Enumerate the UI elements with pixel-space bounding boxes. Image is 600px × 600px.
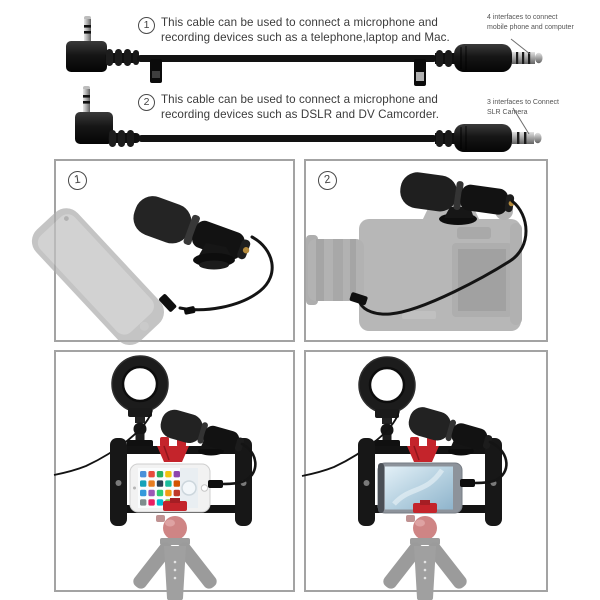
annotation-1: 1 This cable can be used to connect a mi… [138, 16, 458, 45]
strain-relief-rib [133, 50, 139, 65]
strain-relief-rib [127, 130, 134, 147]
connector-label-1-line-1: 4 interfaces to connect [487, 14, 558, 21]
ring-light [111, 355, 169, 413]
microphone [160, 409, 245, 452]
audio-cable-trrs-illustration [66, 16, 543, 86]
sleeve-ring [524, 132, 527, 144]
microphone [408, 407, 493, 450]
sleeve-ring [522, 52, 525, 64]
microphone [133, 196, 251, 260]
cable-tie-label [416, 72, 424, 81]
home-button [200, 484, 209, 492]
circled-number-2: 2 [138, 93, 155, 111]
strain-relief-rib [115, 49, 122, 66]
cable-plug [460, 479, 475, 487]
sleeve-ring [516, 52, 519, 64]
connector-label-2: 3 interfaces to Connect SLR Camera [487, 98, 597, 117]
cable-cord [138, 135, 437, 142]
plug-tip [535, 52, 543, 64]
ring-light-cable [53, 409, 153, 476]
annotation-2-line-1: This cable can be used to connect a micr… [161, 93, 438, 106]
sleeve-ring [528, 52, 531, 64]
panel-mic-dslr: 2 [304, 159, 548, 342]
callout-line-2 [512, 107, 530, 135]
ring-light-cable [301, 410, 400, 477]
annotation-1-line-2: recording devices such as a telephone,la… [161, 30, 450, 44]
panel-rig-iphone [53, 350, 295, 600]
ghost-tripod [133, 515, 217, 600]
mic-dslr-photo [306, 172, 528, 331]
ring-light [358, 356, 416, 414]
cable-cord [137, 55, 437, 62]
ghost-smartphone [31, 208, 165, 346]
elbow-plug-body [66, 41, 107, 72]
ghost-dslr-camera [306, 194, 522, 331]
mic-jack [242, 247, 250, 254]
iphone [129, 463, 211, 513]
mic-cable [472, 440, 508, 485]
annotation-1-line-1: This cable can be used to connect a micr… [161, 16, 438, 29]
strain-relief-rib [109, 130, 116, 147]
plug-body [454, 44, 512, 72]
ring-light-rig-iphone-photo [53, 355, 257, 600]
strain-relief-rib [436, 130, 443, 147]
ring-light-stem [135, 417, 145, 423]
pin-ring [83, 101, 90, 104]
mic-cable [220, 442, 257, 486]
cable-clip [183, 306, 196, 315]
strain-relief-rib [445, 50, 452, 67]
app-icon-grid [140, 471, 180, 506]
smartphone [377, 462, 463, 514]
mic-cable [358, 199, 528, 316]
strain-relief-rib [106, 49, 113, 66]
annotation-2: 2 This cable can be used to connect a mi… [138, 93, 458, 122]
connector-label-2-line-1: 3 interfaces to Connect [487, 99, 559, 106]
mic-cable [178, 235, 274, 312]
plug-pin [84, 19, 91, 42]
cable-plug [208, 480, 223, 488]
panel-rig-smartphone [301, 350, 548, 600]
cable-tie-band [152, 71, 160, 78]
pin-ring [84, 25, 91, 28]
microphone [400, 172, 515, 215]
strain-relief-rib [436, 50, 443, 67]
handle-screw [115, 480, 122, 486]
circled-number-1: 1 [138, 16, 155, 34]
panel-mic-smartphone: 1 [31, 159, 295, 346]
handle-screw [363, 480, 370, 486]
plug-body [454, 124, 512, 152]
connector-label-1: 4 interfaces to connect mobile phone and… [487, 13, 597, 32]
connector-label-2-line-2: SLR Camera [487, 108, 528, 116]
cable-plug [349, 292, 368, 306]
strain-relief-rib [124, 49, 131, 66]
ring-light-tab [375, 409, 399, 418]
strain-relief-rib [445, 130, 452, 147]
audio-cable-trs-illustration [75, 86, 542, 152]
phone-clamp [157, 437, 189, 511]
ring-light-rig-smartphone-photo [301, 356, 508, 600]
ring-light-stem [382, 418, 392, 424]
mic-smartphone-photo [31, 196, 274, 346]
ring-light-inner-rim [121, 365, 159, 403]
ring-light-tab [128, 408, 152, 417]
ball-neck [135, 434, 145, 441]
phone-clamp [407, 437, 439, 513]
ring-light-inner-rim [368, 366, 406, 404]
mic-base-foot [199, 260, 229, 270]
plug-pin [83, 89, 90, 112]
right-angle-plug [159, 294, 177, 312]
elbow-plug-body [75, 112, 113, 144]
strain-relief-rib [118, 130, 125, 147]
callout-line-1 [510, 38, 531, 55]
connector-label-1-line-2: mobile phone and computer [487, 23, 574, 31]
pin-ring [84, 31, 91, 34]
ball-neck [382, 435, 392, 442]
plug-tip [534, 132, 542, 144]
ghost-tripod [383, 515, 467, 600]
plug-sleeve [512, 132, 534, 144]
annotation-2-line-2: recording devices such as DSLR and DV Ca… [161, 107, 440, 121]
pin-ring [83, 95, 90, 98]
sleeve-ring [517, 132, 520, 144]
